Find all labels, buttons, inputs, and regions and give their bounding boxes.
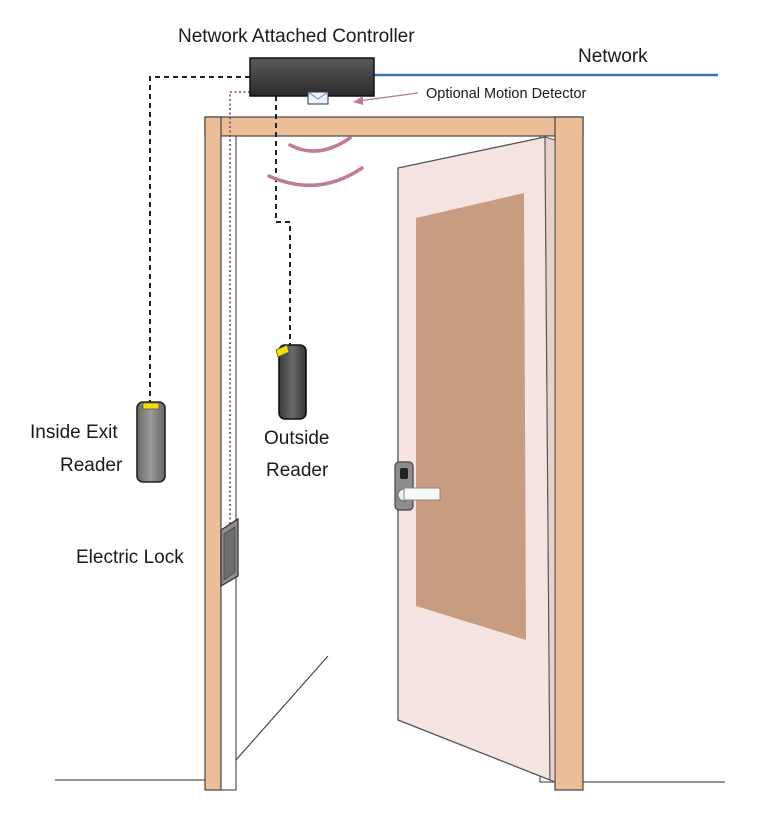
- motion-waves: [267, 136, 364, 188]
- door-handle: [394, 461, 441, 511]
- outside-reader: [275, 344, 307, 420]
- door-panel: [416, 193, 526, 640]
- outside-reader-label-line2: Reader: [266, 460, 329, 481]
- controller-box-icon: [249, 57, 375, 97]
- inside-reader-body: [136, 401, 166, 483]
- door-edge: [544, 136, 556, 783]
- frame-right: [554, 116, 584, 791]
- outside-reader-indicator: [275, 344, 290, 358]
- electric-lock: [220, 517, 239, 588]
- inside-reader-wire: [149, 76, 250, 402]
- electric-lock-face: [223, 526, 236, 581]
- inside-reader-label-line2: Reader: [60, 455, 123, 476]
- handle-lever: [403, 487, 441, 501]
- frame-left: [204, 116, 222, 791]
- network-attached-controller: [249, 57, 375, 105]
- wiring: [149, 73, 718, 533]
- frame-top: [204, 116, 584, 137]
- motion-detector-label: Optional Motion Detector: [426, 86, 587, 102]
- motion-sensor-icon: [307, 91, 329, 105]
- inside-reader-indicator: [142, 402, 160, 410]
- controller-label: Network Attached Controller: [178, 26, 415, 47]
- outside-reader-label-line1: Outside: [264, 428, 329, 449]
- floor: [55, 655, 725, 783]
- outside-reader-wire: [275, 96, 291, 346]
- motion-detector-pointer: [353, 92, 419, 105]
- electric-lock-label: Electric Lock: [76, 547, 184, 568]
- outside-reader-body: [278, 344, 307, 420]
- network-label: Network: [578, 46, 648, 67]
- door: [397, 136, 556, 783]
- frame-left-inner: [220, 135, 237, 791]
- lock-wire: [229, 91, 250, 533]
- inside-exit-reader: [136, 401, 166, 483]
- keyhole: [400, 468, 408, 479]
- inside-reader-label-line1: Inside Exit: [30, 422, 118, 443]
